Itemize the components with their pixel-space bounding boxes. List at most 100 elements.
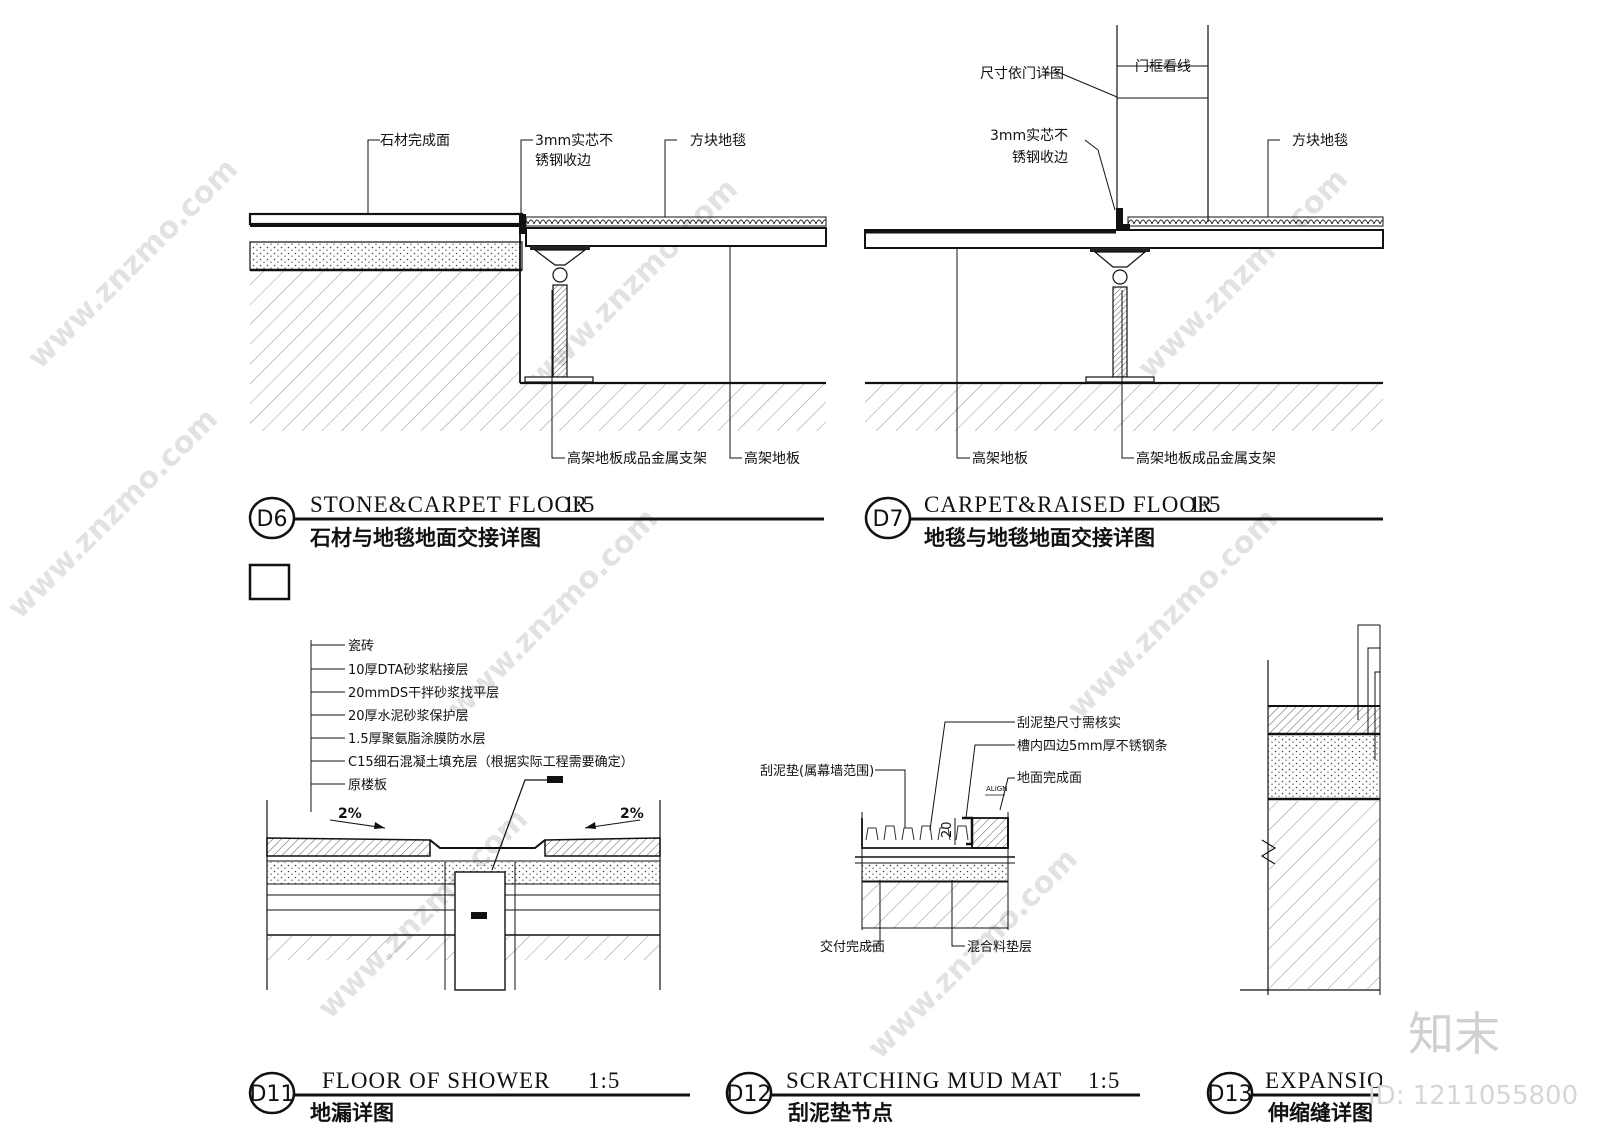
label-steel-edge-line2: 锈钢收边 — [1012, 150, 1068, 166]
stone-bed-line — [250, 224, 522, 227]
leader-line — [875, 769, 906, 828]
leader-line — [520, 139, 533, 214]
layer-labels: 瓷砖 10厚DTA砂浆粘接层 20mmDS干拌砂浆找平层 20厚水泥砂浆保护层 … — [311, 639, 634, 793]
detail-d7: 尺寸依门详图 门框看线 3mm实芯不 锈钢收边 方块地毯 高架地板 高架地板成品… — [864, 25, 1384, 550]
label-stone-finish: 石材完成面 — [380, 133, 450, 149]
detail-d13: D13 EXPANSION 伸缩缝详图 — [1206, 624, 1402, 1125]
label-carpet-tile: 方块地毯 — [690, 133, 746, 149]
leader-line — [1374, 671, 1380, 760]
label-steel-strip: 槽内四边5mm厚不锈钢条 — [1017, 738, 1168, 754]
detail-title-cn: 伸缩缝详图 — [1267, 1101, 1373, 1125]
lower-concrete-slab — [520, 384, 826, 431]
slope-arrowhead — [585, 822, 596, 829]
title-block-d12: D12 SCRATCHING MUD MAT 1:5 刮泥垫节点 — [725, 1068, 1140, 1125]
label-door-frame: 门框看线 — [1135, 59, 1191, 75]
title-block-d7: D7 CARPET&RAISED FLOOR 1:5 地毯与地毯地面交接详图 — [864, 492, 1383, 550]
detail-title-en: FLOOR OF SHOWER — [322, 1068, 550, 1093]
title-block-d11: D11 FLOOR OF SHOWER 1:5 地漏详图 — [248, 1068, 690, 1125]
leader-line — [965, 744, 1015, 819]
layer-label: 瓷砖 — [348, 639, 374, 654]
mortar-layer — [249, 241, 523, 271]
label-raised-floor: 高架地板 — [744, 450, 800, 467]
mat-texture — [865, 825, 969, 841]
leader-line — [551, 290, 565, 459]
label-finish-floor: 地面完成面 — [1017, 771, 1082, 786]
crop-mask — [1382, 600, 1600, 1131]
detail-d12: 20 ALIGN 刮泥垫尺寸需核实 槽内四边5mm厚不锈钢条 地面完成面 刮泥垫… — [725, 715, 1168, 1125]
steel-edge-trim — [1116, 208, 1130, 230]
detail-title-en: EXPANSION — [1265, 1068, 1402, 1093]
leader-line — [1084, 139, 1116, 211]
carpet-tile-layer — [525, 216, 827, 227]
layer-label: 20mmDS干拌砂浆找平层 — [348, 686, 499, 701]
leader-line — [929, 721, 1015, 831]
label-steel-edge-line2: 锈钢收边 — [535, 153, 591, 169]
finish-floor-edge — [971, 817, 1009, 849]
detail-title-en: CARPET&RAISED FLOOR — [924, 492, 1213, 517]
label-delivered-floor: 交付完成面 — [820, 939, 885, 955]
watermark-text: www.znzmo.com — [21, 152, 245, 376]
leader-line — [951, 880, 965, 947]
leader-line — [664, 139, 677, 217]
label-align: ALIGN — [986, 785, 1007, 793]
break-mark — [1260, 839, 1277, 865]
slope-arrowhead — [374, 822, 385, 829]
steel-strip — [962, 816, 974, 846]
detail-code: D13 — [1208, 1082, 1253, 1107]
steel-edge-trim — [519, 214, 526, 234]
label-door-dim: 尺寸依门详图 — [980, 66, 1064, 82]
leader-line — [999, 777, 1015, 811]
raised-floor-panel — [525, 227, 827, 247]
raised-floor-pedestal — [1085, 248, 1155, 383]
tile-layer-left — [266, 837, 431, 857]
leader-line — [868, 880, 881, 947]
label-mat-range: 刮泥垫(属幕墙范围) — [760, 763, 874, 779]
detail-title-en: STONE&CARPET FLOOR — [310, 492, 589, 517]
detail-bubble — [725, 1071, 773, 1115]
raised-floor-pedestal — [524, 246, 594, 383]
drain-leader — [491, 779, 550, 871]
label-raised-support: 高架地板成品金属支架 — [567, 450, 707, 467]
carpet-tile-layer — [1127, 216, 1384, 227]
tile-layer-right — [544, 837, 661, 857]
detail-code: D6 — [257, 507, 288, 532]
label-carpet-tile: 方块地毯 — [1292, 133, 1348, 149]
mix-cushion-layer — [861, 881, 1009, 929]
watermark-text: www.znzmo.com — [1131, 162, 1355, 386]
layer-label: 10厚DTA砂浆粘接层 — [348, 662, 468, 678]
title-block-d6: D6 STONE&CARPET FLOOR 1:5 石材与地毯地面交接详图 — [248, 492, 824, 550]
pipe-tag — [471, 912, 487, 919]
stone-finish-layer — [248, 212, 524, 226]
label-mat-size: 刮泥垫尺寸需核实 — [1017, 715, 1121, 731]
empty-key-box — [248, 563, 291, 601]
dim-20: 20 — [940, 821, 955, 838]
slope-right: 2% — [620, 806, 644, 822]
slope-left: 2% — [338, 806, 362, 822]
tile-layer — [1268, 707, 1380, 733]
detail-scale: 1:5 — [588, 1068, 620, 1093]
drain-pipe — [454, 871, 506, 991]
detail-scale: 1:5 — [1189, 492, 1221, 517]
leader-tag — [547, 776, 563, 783]
lower-concrete-slab — [865, 384, 1383, 431]
layer-label: 20厚水泥砂浆保护层 — [348, 709, 469, 724]
watermark-id: ID: 1211055800 — [1368, 1081, 1578, 1111]
label-steel-edge-line1: 3mm实芯不 — [535, 133, 613, 149]
leader-line — [1357, 624, 1380, 720]
layer-label: 原楼板 — [348, 778, 387, 793]
concrete-slab — [1268, 801, 1380, 989]
detail-d6: 石材完成面 3mm实芯不 锈钢收边 方块地毯 高架地板成品金属支架 高架地板 D… — [248, 133, 827, 601]
drain-cover — [429, 839, 546, 849]
label-raised-floor: 高架地板 — [972, 450, 1028, 467]
detail-code: D11 — [250, 1082, 295, 1107]
label-steel-edge-line1: 3mm实芯不 — [990, 128, 1068, 144]
detail-code: D12 — [727, 1082, 772, 1107]
detail-scale: 1:5 — [1088, 1068, 1120, 1093]
leader-line — [956, 248, 970, 459]
leader-line — [1045, 72, 1118, 98]
layer-label: 1.5厚聚氨脂涂膜防水层 — [348, 731, 486, 747]
detail-title-cn: 刮泥垫节点 — [788, 1101, 893, 1125]
leader-line — [729, 246, 742, 459]
detail-title-cn: 地毯与地毯地面交接详图 — [924, 526, 1155, 550]
